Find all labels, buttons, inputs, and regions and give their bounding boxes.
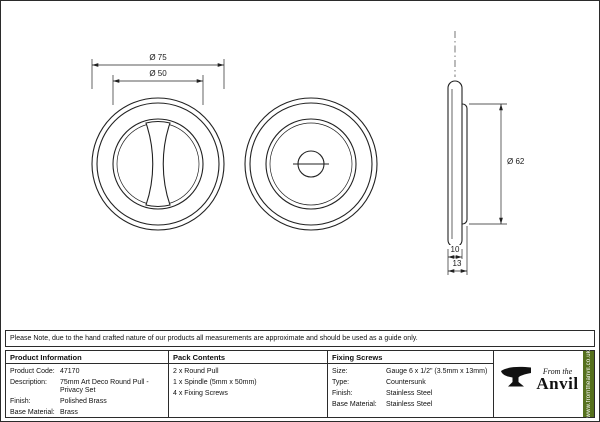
field-label: Product Code: xyxy=(10,368,55,375)
field-label: Type: xyxy=(332,379,350,386)
field-label: Finish: xyxy=(10,398,31,405)
info-table: Product Information Product Code: 47170 … xyxy=(5,350,595,418)
dimension-label-cup-depth: 10 xyxy=(448,245,462,255)
table-row: Product Code: 47170 xyxy=(10,368,164,376)
brand-tagline: From the xyxy=(542,366,573,376)
product-information-header: Product Information xyxy=(6,351,168,364)
field-label: Finish: xyxy=(332,390,353,397)
art-deco-thumbturn xyxy=(145,120,171,208)
fixing-screws-header: Fixing Screws xyxy=(328,351,493,364)
list-item: 4 x Fixing Screws xyxy=(173,390,228,397)
field-value: Brass xyxy=(60,409,78,416)
drawing-canvas xyxy=(91,31,507,275)
note-bar: Please Note, due to the hand crafted nat… xyxy=(5,330,595,347)
website-strip: www.fromtheanvil.co.uk xyxy=(583,350,594,418)
brand-text: From the Anvil xyxy=(536,366,579,393)
side-view-drawing xyxy=(447,31,507,275)
front-view-drawing xyxy=(91,59,225,231)
dimension-label-outer-diameter: Ø 75 xyxy=(147,53,169,63)
brand-logo: From the Anvil xyxy=(497,364,581,395)
table-row: Type: Countersunk xyxy=(332,379,489,387)
dimension-label-side-diameter: Ø 62 xyxy=(505,157,527,167)
field-value: Gauge 6 x 1/2" (3.5mm x 13mm) xyxy=(386,368,488,375)
field-label: Size: xyxy=(332,368,348,375)
website-url: www.fromtheanvil.co.uk xyxy=(585,350,592,418)
field-value: Stainless Steel xyxy=(386,390,433,397)
anvil-icon xyxy=(499,364,533,395)
field-value: 75mm Art Deco Round Pull - Privacy Set xyxy=(60,379,149,394)
list-item: 1 x Spindle (5mm x 50mm) xyxy=(173,379,257,386)
table-row: Description: 75mm Art Deco Round Pull - … xyxy=(10,379,164,395)
field-value: Countersunk xyxy=(386,379,426,386)
note-text: Please Note, due to the hand crafted nat… xyxy=(10,334,418,342)
table-row: Size: Gauge 6 x 1/2" (3.5mm x 13mm) xyxy=(332,368,489,376)
dimension-label-inner-diameter: Ø 50 xyxy=(147,69,169,79)
field-value: Polished Brass xyxy=(60,398,107,405)
dimension-label-total-depth: 13 xyxy=(450,259,464,269)
brand-name: Anvil xyxy=(536,373,579,393)
table-row: Finish: Polished Brass xyxy=(10,398,164,406)
technical-drawings: Ø 75 Ø 50 Ø 62 10 13 xyxy=(1,1,599,329)
list-item: 2 x Round Pull xyxy=(173,368,219,375)
product-information-column: Product Information Product Code: 47170 … xyxy=(6,351,169,417)
field-label: Base Material: xyxy=(332,401,377,408)
brand-logo-cell: From the Anvil www.fromtheanvil.co.uk xyxy=(494,350,594,418)
fixing-screws-column: Fixing Screws Size: Gauge 6 x 1/2" (3.5m… xyxy=(328,351,494,417)
table-row: Finish: Stainless Steel xyxy=(332,390,489,398)
rear-view-drawing xyxy=(244,97,378,231)
field-value: Stainless Steel xyxy=(386,401,433,408)
pack-contents-header: Pack Contents xyxy=(169,351,327,364)
field-label: Base Material: xyxy=(10,409,55,416)
pack-contents-column: Pack Contents 2 x Round Pull 1 x Spindle… xyxy=(169,351,328,417)
field-value: 47170 xyxy=(60,368,80,375)
field-label: Description: xyxy=(10,379,47,386)
table-row: Base Material: Stainless Steel xyxy=(332,401,489,409)
table-row: Base Material: Brass xyxy=(10,409,164,417)
face-plate-profile xyxy=(447,80,463,248)
